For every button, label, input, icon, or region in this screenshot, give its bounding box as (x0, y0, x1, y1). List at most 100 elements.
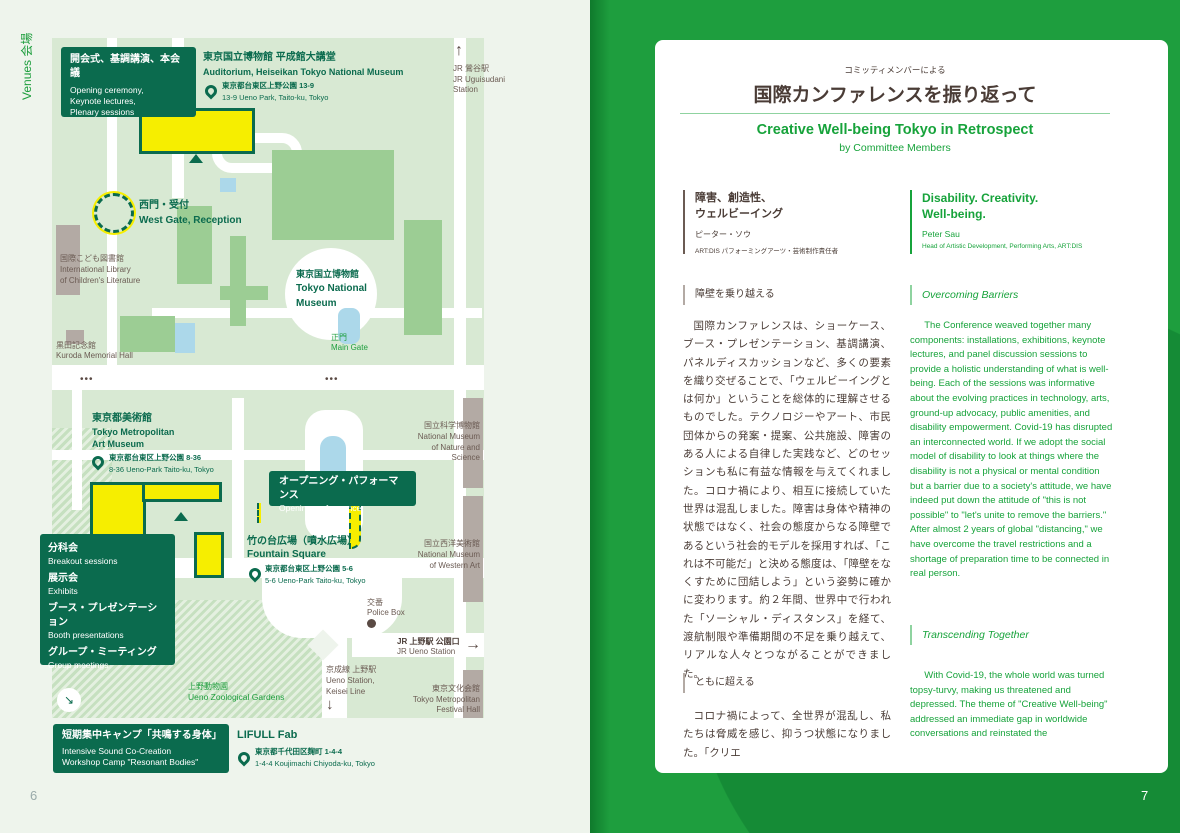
building (404, 220, 442, 335)
building (463, 496, 483, 602)
spine-shadow (590, 0, 610, 833)
uguisudani-en: JR Uguisudani (453, 75, 506, 84)
main-gate-en: Main Gate (331, 343, 368, 352)
building (177, 206, 212, 284)
byline-en: by Committee Members (839, 142, 951, 154)
art-museum-highlight-3[interactable] (194, 532, 224, 578)
auditorium-name-en: Auditorium, Heiseikan Tokyo National Mus… (203, 67, 404, 77)
library-jp: 国際こども図書館 (60, 254, 124, 263)
callout-en: Intensive Sound Co-Creation (62, 746, 172, 756)
building (230, 236, 246, 326)
road (72, 390, 82, 510)
arrow-right-icon: → (465, 636, 481, 653)
police-box-en: Police Box (367, 608, 405, 617)
callout-en: Group meetings (48, 660, 109, 670)
section-heading-jp-2: ともに超える (683, 673, 755, 693)
section-label: Venues 会場 (20, 32, 34, 100)
building (66, 330, 84, 344)
plenary-callout: 開会式、基調講演、本会議 Opening ceremony, Keynote l… (61, 47, 196, 117)
camp-callout: 短期集中キャンプ「共鳴する身体」 Intensive Sound Co-Crea… (53, 724, 229, 773)
road (352, 633, 484, 657)
keisei-jp: 京成線 上野駅 (326, 665, 377, 674)
callout-en: Workshop Camp "Resonant Bodies" (62, 757, 199, 767)
zoo-jp: 上野動物園 (188, 682, 228, 691)
jr-ueno-en: JR Ueno Station (397, 647, 456, 656)
main-gate-jp: 正門 (331, 333, 347, 342)
section-heading-en-2: Transcending Together (910, 625, 1029, 645)
tnm-en-2: Museum (296, 298, 337, 309)
library-en: International Library (60, 265, 131, 274)
page-number: 7 (1141, 788, 1149, 803)
title-jp: 国際カンファレンスを振り返って (753, 85, 1037, 106)
callout-jp: グループ・ミーティング (48, 647, 157, 658)
festival-hall-jp: 東京文化会館 (432, 684, 480, 693)
auditorium-address-jp: 東京都台東区上野公園 13-9 (222, 81, 315, 90)
section-heading-en: Overcoming Barriers (910, 285, 1018, 305)
nature-museum-en-3: Science (451, 453, 480, 462)
callout-en: Booth presentations (48, 630, 124, 640)
festival-hall-en-2: Festival Hall (436, 705, 480, 714)
callout-jp: 開会式、基調講演、本会議 (70, 54, 180, 79)
arrow-down-icon: ↓ (326, 696, 334, 713)
road (52, 450, 484, 460)
lifull-address-jp: 東京都千代田区麹町 1-4-4 (255, 747, 343, 756)
fountain-en: Fountain Square (247, 549, 326, 560)
route-dashed (257, 503, 261, 523)
tnm-jp: 東京国立博物館 (296, 269, 360, 279)
body-text-en-2: With Covid-19, the whole world was turne… (910, 670, 1108, 740)
road (322, 598, 347, 718)
keisei-en: Ueno Station, (326, 676, 375, 685)
west-gate-en: West Gate, Reception (139, 215, 242, 226)
callout-en: Keynote lectures, (70, 96, 136, 106)
west-gate-jp: 西門・受付 (139, 200, 189, 211)
location-pin-icon (235, 749, 253, 767)
building (56, 225, 80, 295)
art-museum-en: Tokyo Metropolitan (92, 427, 175, 437)
callout-en: Opening performance (279, 503, 362, 513)
auditorium-name-jp: 東京国立博物館 平成館大講堂 (203, 52, 336, 63)
road (232, 398, 244, 568)
road (52, 365, 484, 390)
callout-en: Exhibits (48, 586, 78, 596)
dots-icon: ••• (80, 374, 94, 385)
nature-museum-en: National Museum (417, 432, 480, 441)
article-title-jp: 障害、創造性、 (695, 192, 772, 204)
kicker: コミッティメンバーによる (844, 65, 946, 75)
west-gate-marker[interactable] (94, 193, 134, 233)
building (463, 670, 483, 718)
building (220, 286, 268, 300)
museum-circle (285, 248, 377, 340)
dots-icon: ••• (325, 374, 339, 385)
article-header-en: Disability. Creativity. Well-being. Pete… (910, 190, 1082, 254)
keisei-en-2: Keisei Line (326, 687, 366, 696)
art-museum-highlight-2[interactable] (142, 482, 222, 502)
police-box-jp: 交番 (367, 598, 383, 607)
article-title-en: Disability. Creativity. (922, 191, 1039, 205)
callout-en: Plenary sessions (70, 107, 135, 117)
entrance-triangle-icon (189, 154, 203, 163)
callout-jp: 短期集中キャンプ「共鳴する身体」 (62, 730, 222, 741)
art-museum-address-jp: 東京都台東区上野公園 8-36 (109, 453, 202, 462)
art-museum-jp: 東京都美術館 (92, 413, 152, 424)
role-en: Head of Artistic Development, Performing… (922, 243, 1083, 250)
article-title-en-2: Well-being. (922, 207, 986, 221)
article-title-jp-2: ウェルビーイング (695, 208, 783, 220)
western-art-en: National Museum (417, 550, 480, 559)
role-jp: ART:DIS パフォーミングアーツ・芸術制作責任者 (695, 248, 839, 255)
fountain-address-en: 5-6 Ueno-Park Taito-ku, Tokyo (265, 576, 366, 585)
divider (680, 113, 1110, 114)
western-art-en-2: of Western Art (429, 561, 480, 570)
section-heading-jp: 障壁を乗り越える (683, 285, 775, 305)
article-card: コミッティメンバーによる 国際カンファレンスを振り返って Creative We… (655, 40, 1168, 773)
police-box-dot (367, 619, 376, 628)
author-jp: ピーター・ソウ (695, 230, 751, 239)
callout-en: Opening ceremony, (70, 85, 144, 95)
page-number: 6 (30, 788, 38, 803)
lifull-name: LIFULL Fab (237, 729, 298, 741)
road (454, 38, 466, 718)
right-page-retrospect: コミッティメンバーによる 国際カンファレンスを振り返って Creative We… (590, 0, 1180, 833)
callout-en: Breakout sessions (48, 556, 118, 566)
festival-hall-en: Tokyo Metropolitan (412, 695, 480, 704)
article-header-jp: 障害、創造性、 ウェルビーイング ピーター・ソウ ART:DIS パフォーミング… (683, 190, 839, 255)
title-en: Creative Well-being Tokyo in Retrospect (756, 122, 1034, 138)
